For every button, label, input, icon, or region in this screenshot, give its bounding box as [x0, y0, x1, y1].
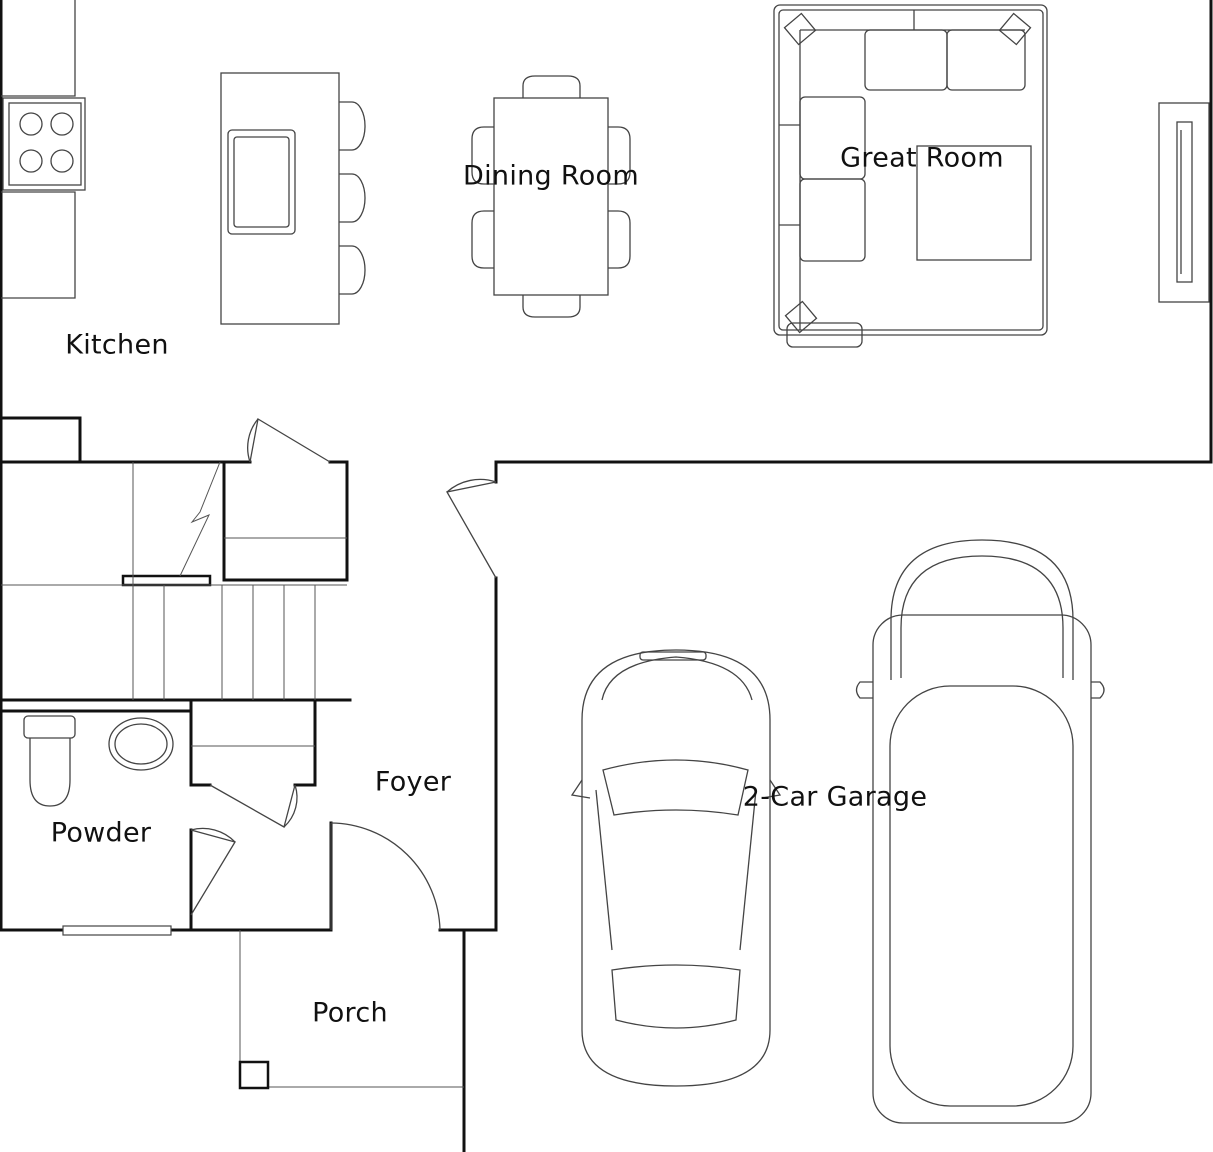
room-label-garage: 2-Car Garage: [742, 781, 928, 813]
room-label-kitchen: Kitchen: [65, 329, 169, 361]
car-van: [855, 539, 1105, 1124]
room-label-great-room: Great Room: [840, 142, 1004, 174]
staircase: [1, 461, 347, 747]
kitchen-fixtures: [1, 0, 366, 325]
dining-furniture: [471, 75, 631, 318]
car-sedan: [570, 649, 782, 1087]
room-label-porch: Porch: [312, 997, 388, 1029]
room-label-powder: Powder: [50, 817, 152, 849]
doors: [190, 417, 497, 931]
room-label-foyer: Foyer: [374, 766, 452, 798]
great-room-furniture: [773, 4, 1210, 348]
room-label-dining-room: Dining Room: [463, 160, 639, 192]
powder-fixtures: [23, 715, 174, 807]
